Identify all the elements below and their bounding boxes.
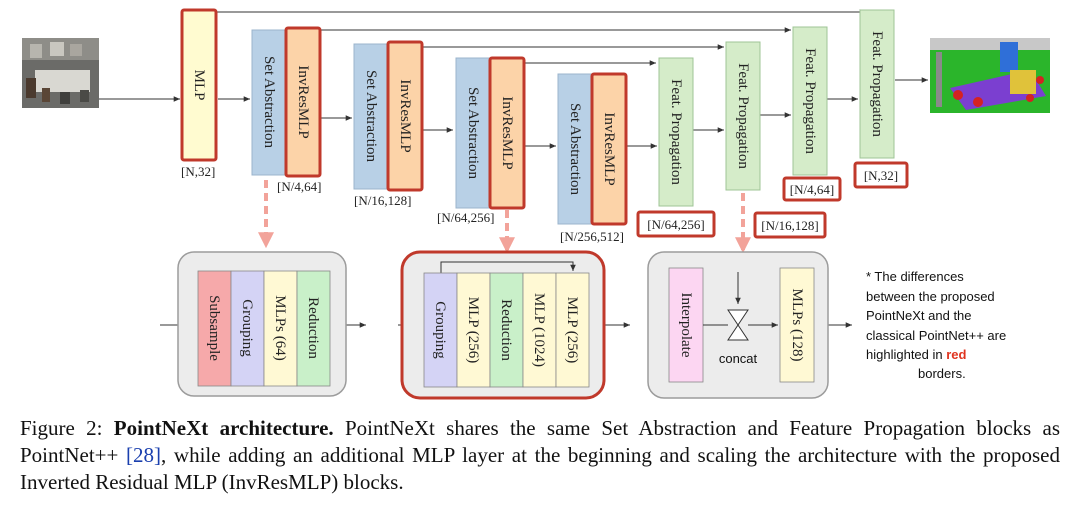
shape-label-n256-512: [N/256,512] bbox=[560, 229, 624, 244]
skip-connections bbox=[214, 9, 866, 66]
set-abstraction-block-1 bbox=[251, 29, 287, 176]
shape-box-fp1 bbox=[636, 210, 716, 238]
grouping-label: Grouping bbox=[239, 299, 255, 357]
input-scene-image bbox=[22, 38, 99, 108]
svg-text:highlighted in red: highlighted in red bbox=[866, 347, 967, 362]
set-abstraction-label: Set Abstraction bbox=[465, 87, 481, 180]
shape-label-fp-n32: [N,32] bbox=[864, 168, 898, 183]
svg-text:borders.: borders. bbox=[918, 366, 966, 381]
invresmlp-block-2 bbox=[386, 40, 424, 192]
shape-label-n4-64: [N/4,64] bbox=[277, 179, 321, 194]
shape-labels: [N,32] [N/4,64] [N/16,128] [N/64,256] [N… bbox=[181, 161, 909, 244]
feat-propagation-label: Feat. Propagation bbox=[869, 31, 885, 137]
mlps-128-label: MLPs (128) bbox=[789, 289, 805, 362]
mlp-256b-label: MLP (256) bbox=[564, 297, 580, 364]
invresmlp-label: InvResMLP bbox=[601, 112, 617, 185]
reduction-label: Reduction bbox=[498, 299, 514, 361]
svg-text:between the proposed: between the proposed bbox=[866, 289, 995, 304]
feat-propagation-label: Feat. Propagation bbox=[735, 63, 751, 169]
subsample-label: Subsample bbox=[206, 295, 222, 361]
figure-caption: Figure 2: PointNeXt architecture. PointN… bbox=[20, 416, 1061, 494]
set-abstraction-label: Set Abstraction bbox=[363, 70, 379, 163]
mlp-block bbox=[180, 8, 218, 162]
shape-label-fp-n16-128: [N/16,128] bbox=[761, 218, 818, 233]
shape-label-n64-256: [N/64,256] bbox=[437, 210, 494, 225]
invresmlp-block-1 bbox=[284, 26, 322, 178]
shape-label-fp-n4-64: [N/4,64] bbox=[790, 182, 834, 197]
mlp-1024-label: MLP (1024) bbox=[531, 293, 547, 367]
invresmlp-label: InvResMLP bbox=[295, 65, 311, 138]
svg-text:classical PointNet++ are: classical PointNet++ are bbox=[866, 328, 1006, 343]
mlp-256-label: MLP (256) bbox=[465, 297, 481, 364]
architecture-diagram: MLP Set Abstraction InvResMLP Set Abstra… bbox=[22, 8, 1050, 400]
feat-propagation-detail-panel: Interpolate concat MLPs (128) bbox=[647, 251, 829, 399]
caption-title: PointNeXt architecture. bbox=[113, 416, 334, 440]
concat-symbol bbox=[727, 309, 749, 341]
reduction-label: Reduction bbox=[305, 297, 321, 359]
invresmlp-block-3 bbox=[488, 56, 526, 210]
zoom-arrows bbox=[258, 180, 751, 254]
set-abstraction-label: Set Abstraction bbox=[261, 56, 277, 149]
output-segmentation-image bbox=[930, 38, 1050, 113]
citation-link[interactable]: [28] bbox=[126, 443, 162, 467]
shape-box-fp2 bbox=[753, 211, 827, 239]
feat-propagation-block-3 bbox=[792, 26, 828, 176]
shape-label-n16-128: [N/16,128] bbox=[354, 193, 411, 208]
differences-note: * The differences between the proposed P… bbox=[866, 269, 1006, 381]
shape-label-n32: [N,32] bbox=[181, 164, 215, 179]
feat-propagation-label: Feat. Propagation bbox=[668, 79, 684, 185]
concat-label: concat bbox=[719, 351, 758, 366]
top-row-blocks: MLP Set Abstraction InvResMLP Set Abstra… bbox=[180, 8, 895, 226]
shape-box-fp4 bbox=[853, 161, 909, 189]
interpolate-label: Interpolate bbox=[678, 293, 694, 358]
mlps-64-label: MLPs (64) bbox=[272, 295, 288, 360]
set-abstraction-block-3 bbox=[455, 57, 491, 209]
invresmlp-block-4 bbox=[590, 72, 628, 226]
red-word: red bbox=[946, 347, 966, 362]
grouping-label: Grouping bbox=[432, 301, 448, 359]
shape-box-fp3 bbox=[782, 176, 842, 202]
main-flow-arrows bbox=[99, 77, 928, 149]
feat-propagation-label: Feat. Propagation bbox=[802, 48, 818, 154]
mlp-label: MLP bbox=[191, 70, 207, 101]
invresmlp-label: InvResMLP bbox=[397, 79, 413, 152]
set-abstraction-detail-panel: Subsample Grouping MLPs (64) Reduction bbox=[177, 251, 347, 397]
svg-text:* The differences: * The differences bbox=[866, 269, 964, 284]
invresmlp-label: InvResMLP bbox=[499, 96, 515, 169]
set-abstraction-block-2 bbox=[353, 43, 389, 190]
invresmlp-detail-panel: Grouping MLP (256) Reduction MLP (1024) … bbox=[400, 250, 606, 400]
feat-propagation-block-1 bbox=[658, 57, 694, 207]
feat-propagation-block-2 bbox=[725, 41, 761, 191]
set-abstraction-label: Set Abstraction bbox=[567, 103, 583, 196]
feat-propagation-block-4 bbox=[859, 9, 895, 159]
shape-label-fp-n64-256: [N/64,256] bbox=[647, 217, 704, 232]
svg-text:PointNeXt and the: PointNeXt and the bbox=[866, 308, 972, 323]
